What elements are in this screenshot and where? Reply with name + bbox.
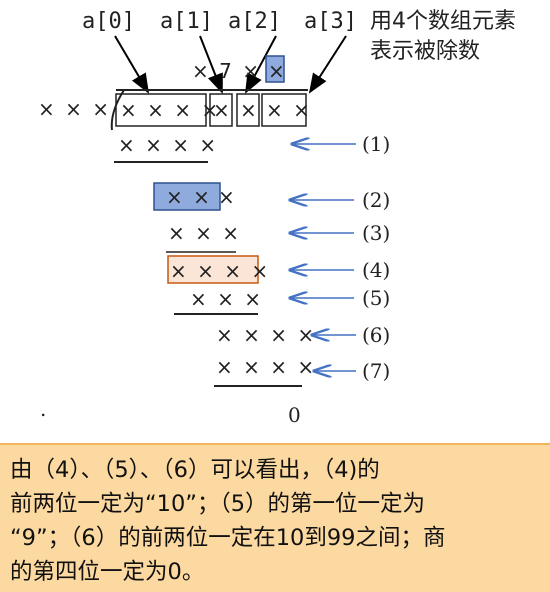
quotient-highlight-box bbox=[265, 55, 285, 83]
label-a0: a[0] bbox=[82, 9, 135, 34]
step-2-digits: × × bbox=[166, 185, 212, 209]
caption-line2: 表示被除数 bbox=[370, 39, 480, 64]
dividend-digits-a0: × × × × bbox=[120, 98, 220, 122]
label-a3: a[3] bbox=[304, 9, 357, 34]
label-a1: a[1] bbox=[160, 9, 213, 34]
dividend-digits-a2: × bbox=[240, 98, 259, 122]
quotient-last-digit: × bbox=[268, 59, 287, 83]
pointer-arrow-a1 bbox=[199, 35, 223, 94]
dividend-box-a0 bbox=[115, 93, 207, 127]
step-label-2: (2) bbox=[362, 188, 390, 212]
step-4-digits: × × × × bbox=[170, 259, 270, 283]
explanation-note: 由（4）、（5）、（6）可以看出，（4)的 前两位一定为“10”；（5）的第一位… bbox=[0, 443, 550, 592]
step-2-highlight-box bbox=[153, 182, 221, 211]
quotient-digits: × 7 × bbox=[192, 59, 261, 83]
step-2-extra-digit: × bbox=[218, 185, 237, 209]
note-line-2: 前两位一定为“10”；（5）的第一位一定为 bbox=[10, 491, 426, 517]
dividend-box-a2 bbox=[236, 93, 260, 127]
long-division-diagram: a[0] a[1] a[2] a[3] 用4个数组元素 表示被除数 × 7 × … bbox=[38, 9, 516, 427]
dividend-digits-a3: × × bbox=[266, 98, 312, 122]
step-label-1: (1) bbox=[362, 132, 390, 156]
dividend-digits-a1: × bbox=[213, 98, 232, 122]
pointer-arrow-a3 bbox=[308, 35, 347, 94]
step-label-6: (6) bbox=[362, 323, 390, 347]
note-line-3: “9”；（6）的前两位一定在10到99之间；商 bbox=[10, 525, 446, 551]
step-3-digits: × × × bbox=[168, 221, 241, 245]
label-a2: a[2] bbox=[228, 9, 281, 34]
step-5-digits: × × × bbox=[190, 287, 263, 311]
divisor-digits: × × × bbox=[38, 97, 111, 121]
caption-line1: 用4个数组元素 bbox=[370, 9, 516, 34]
note-line-4: 的第四位一定为0。 bbox=[10, 559, 205, 585]
step-1-digits: × × × × bbox=[118, 133, 218, 157]
step-label-7: (7) bbox=[362, 359, 390, 383]
step-label-5: (5) bbox=[362, 286, 390, 310]
pointer-arrow-a0 bbox=[114, 35, 150, 94]
step-label-3: (3) bbox=[362, 221, 390, 245]
stray-dot: . bbox=[40, 397, 46, 421]
step-7-digits: × × × × bbox=[216, 355, 316, 379]
step-6-digits: × × × × bbox=[216, 323, 316, 347]
step-4-highlight-box bbox=[167, 255, 259, 284]
note-line-1: 由（4）、（5）、（6）可以看出，（4)的 bbox=[10, 457, 380, 483]
final-remainder: 0 bbox=[288, 403, 301, 427]
step-label-4: (4) bbox=[362, 258, 390, 282]
dividend-box-a1 bbox=[209, 93, 233, 127]
dividend-box-a3 bbox=[261, 93, 307, 127]
pointer-arrow-a2 bbox=[245, 35, 277, 94]
